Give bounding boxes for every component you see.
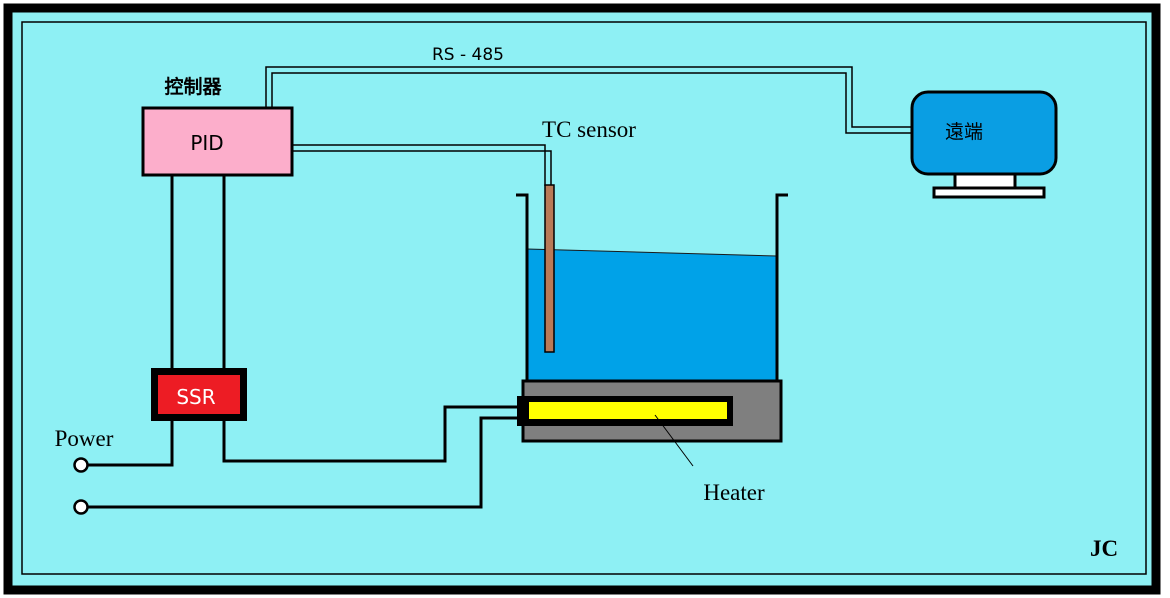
ssr-face [158,375,240,414]
tank-water [527,249,777,381]
signature-label: JC [1090,536,1118,561]
inner-border [21,21,1147,575]
pid-controller-box [141,106,294,177]
heater-leader-line [654,414,694,467]
rs485-cable [265,66,912,134]
tc-sensor-label: TC sensor [542,117,636,142]
pid-ssr-wires [170,175,226,368]
ssr-label: SSR [176,385,215,409]
remote-monitor-icon [910,90,1058,199]
heater-element [529,402,727,419]
power-terminal-2 [73,499,89,515]
remote-label: 遠端 [945,121,983,143]
water-surface [526,248,778,257]
monitor-neck [953,172,1017,190]
heater-label: Heater [703,480,765,505]
tc-sensor-cable [292,144,552,186]
tank-walls [516,193,788,381]
rs485-label: RS - 485 [432,45,504,65]
pid-label: PID [190,131,223,155]
controller-label: 控制器 [164,75,222,98]
monitor-stand [932,186,1046,199]
monitor-screen [910,90,1058,176]
power-terminal-1 [73,457,89,473]
power-label: Power [55,426,114,451]
power-wiring [88,405,517,509]
tc-probe [544,184,555,353]
